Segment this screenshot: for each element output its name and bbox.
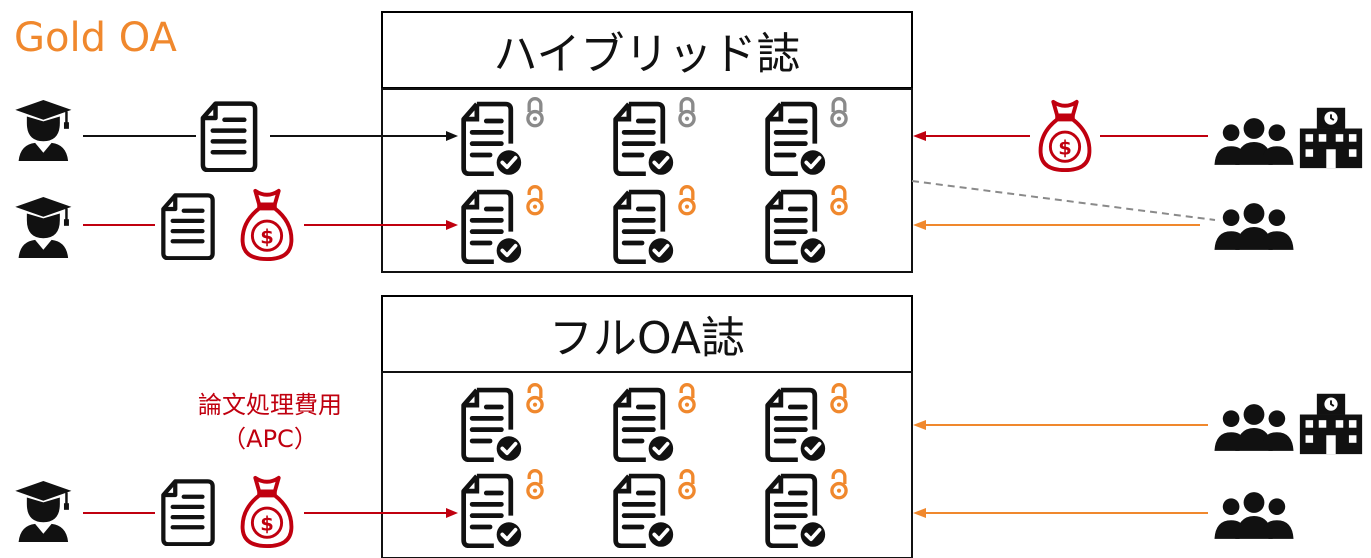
published-article-icon <box>464 104 522 175</box>
arrow-head <box>446 508 458 518</box>
document-icon <box>203 104 255 171</box>
page-title: Gold OA <box>14 15 177 61</box>
closed-lock-icon <box>678 96 696 128</box>
full-oa-journal-box <box>381 371 913 558</box>
apc-label-line2: （APC） <box>222 425 318 453</box>
people-group-icon <box>1214 118 1294 165</box>
arrow-head <box>446 131 458 141</box>
money-bag-icon <box>240 475 294 549</box>
open-access-icon <box>678 184 696 216</box>
document-icon <box>163 195 212 258</box>
people-group-icon <box>1214 203 1294 250</box>
closed-lock-icon <box>830 96 848 128</box>
published-article-icon <box>616 104 674 175</box>
open-access-icon <box>526 382 544 414</box>
closed-lock-icon <box>526 96 544 128</box>
arrow-head <box>913 131 926 141</box>
published-article-icon <box>616 192 674 263</box>
published-article-icon <box>768 476 826 547</box>
open-access-icon <box>830 382 848 414</box>
reader-dashed-line <box>911 180 1216 221</box>
apc-label-line1: 論文処理費用 <box>198 391 342 419</box>
money-bag-icon <box>1038 99 1092 173</box>
open-access-icon <box>830 468 848 500</box>
arrow-head <box>913 420 926 430</box>
building-icon <box>1298 106 1364 170</box>
open-access-icon <box>526 184 544 216</box>
open-access-icon <box>526 468 544 500</box>
published-article-icon <box>616 390 674 461</box>
published-article-icon <box>768 192 826 263</box>
published-article-icon <box>464 476 522 547</box>
published-article-icon <box>464 192 522 263</box>
document-icon <box>163 481 212 544</box>
people-group-icon <box>1214 492 1294 539</box>
people-group-icon <box>1214 404 1294 451</box>
arrow-head <box>913 508 926 518</box>
graduate-icon <box>14 195 73 258</box>
building-icon <box>1298 392 1364 456</box>
open-access-icon <box>678 382 696 414</box>
full-oa-journal-title: フルOA誌 <box>381 295 913 373</box>
published-article-icon <box>616 476 674 547</box>
graduate-icon <box>14 98 73 161</box>
apc-label: 論文処理費用 （APC） <box>150 388 390 456</box>
open-access-icon <box>678 468 696 500</box>
arrow-head <box>446 220 458 230</box>
open-access-icon <box>830 184 848 216</box>
hybrid-journal-box <box>381 88 913 273</box>
published-article-icon <box>768 104 826 175</box>
hybrid-journal-title: ハイブリッド誌 <box>381 11 913 89</box>
published-article-icon <box>768 390 826 461</box>
published-article-icon <box>464 390 522 461</box>
graduate-icon <box>14 479 73 542</box>
money-bag-icon <box>240 188 294 262</box>
arrow-head <box>913 220 926 230</box>
